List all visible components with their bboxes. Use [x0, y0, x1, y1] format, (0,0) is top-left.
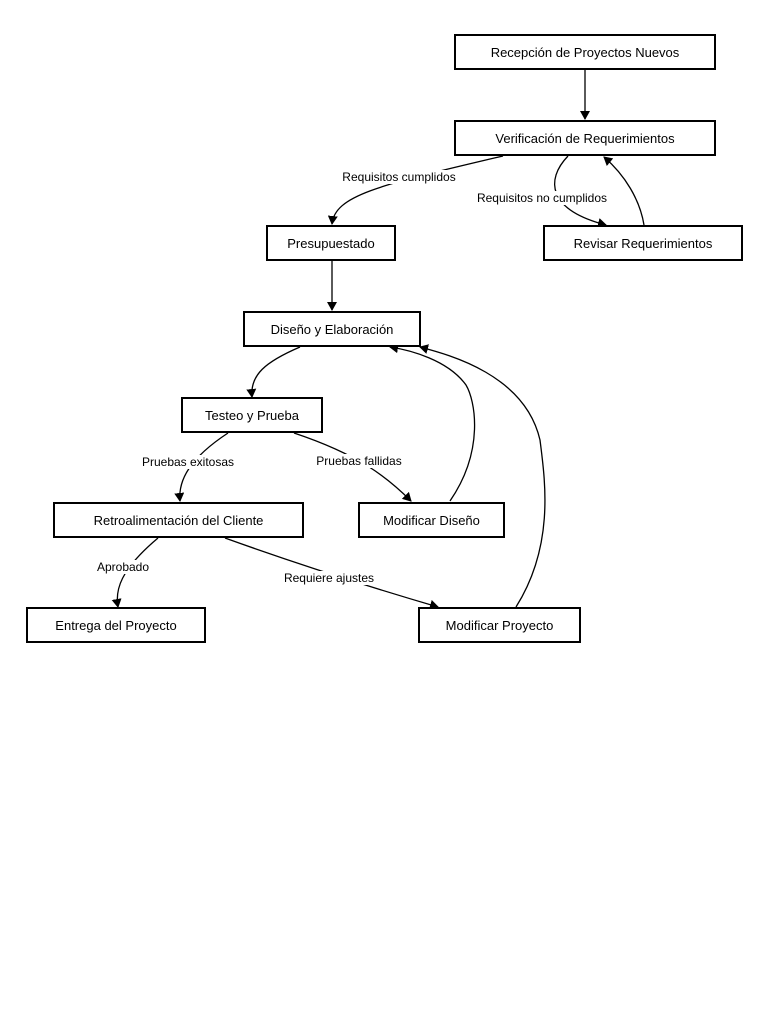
node-modificar-diseno: Modificar Diseño	[358, 502, 505, 538]
edge-label-pruebas-fallidas: Pruebas fallidas	[315, 454, 403, 468]
edge-label-aprobado: Aprobado	[95, 560, 151, 574]
edge-label-requiere-ajustes: Requiere ajustes	[282, 571, 376, 585]
edge-label-requisitos-cumplidos: Requisitos cumplidos	[341, 170, 457, 184]
edge-modificar-diseno-diseno	[389, 343, 476, 502]
edge-requisitos-cumplidos	[327, 155, 504, 225]
node-retro: Retroalimentación del Cliente	[53, 502, 304, 538]
node-verificacion: Verificación de Requerimientos	[454, 120, 716, 156]
node-revisar: Revisar Requerimientos	[543, 225, 743, 261]
node-diseno: Diseño y Elaboración	[243, 311, 421, 347]
node-modificar-proyecto: Modificar Proyecto	[418, 607, 581, 643]
edge-diseno-testeo	[246, 346, 301, 398]
node-testeo: Testeo y Prueba	[181, 397, 323, 433]
edge-revisar-verificacion	[603, 156, 645, 226]
edge-aprobado	[111, 537, 159, 608]
edge-label-requisitos-no-cumplidos: Requisitos no cumplidos	[475, 191, 609, 205]
edge-label-pruebas-exitosas: Pruebas exitosas	[140, 455, 236, 469]
edge-modificar-proyecto-diseno	[419, 344, 546, 608]
node-presupuestado: Presupuestado	[266, 225, 396, 261]
node-recepcion: Recepción de Proyectos Nuevos	[454, 34, 716, 70]
node-entrega: Entrega del Proyecto	[26, 607, 206, 643]
